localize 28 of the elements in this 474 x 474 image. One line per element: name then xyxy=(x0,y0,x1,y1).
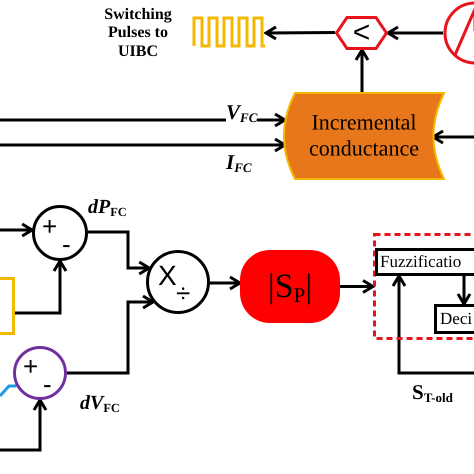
signal-label: Switching Pulses to UIBC xyxy=(103,6,173,62)
block-label: |S$_{P}$| xyxy=(268,270,312,304)
minus-sign: - xyxy=(62,231,71,257)
arrow xyxy=(67,294,155,374)
block-label: Incremental conductance xyxy=(308,110,420,162)
arrow xyxy=(15,260,68,314)
arrow xyxy=(354,48,370,92)
plus-sign: + xyxy=(23,353,38,379)
arrow xyxy=(392,274,474,374)
arrow xyxy=(456,276,472,306)
arrow xyxy=(210,276,242,290)
signal-label: dV$_{FC}$ xyxy=(80,392,120,415)
arrow xyxy=(340,279,374,294)
arrow xyxy=(0,112,286,128)
arrow xyxy=(386,26,443,40)
divide-sign: ÷ xyxy=(176,280,190,306)
arrow xyxy=(88,230,151,276)
comparator-sign: < xyxy=(352,18,370,48)
arrow xyxy=(0,222,34,238)
box-label: Fuzzificatio xyxy=(380,253,462,270)
arrow xyxy=(264,25,336,40)
signal-label: dP$_{FC}$ xyxy=(88,196,127,219)
signal-line xyxy=(0,384,16,397)
arrow xyxy=(0,398,48,452)
multiply-sign: X xyxy=(158,262,177,290)
minus-sign: - xyxy=(43,371,52,397)
plus-sign: + xyxy=(42,213,58,239)
box-label: Deci xyxy=(440,310,472,327)
